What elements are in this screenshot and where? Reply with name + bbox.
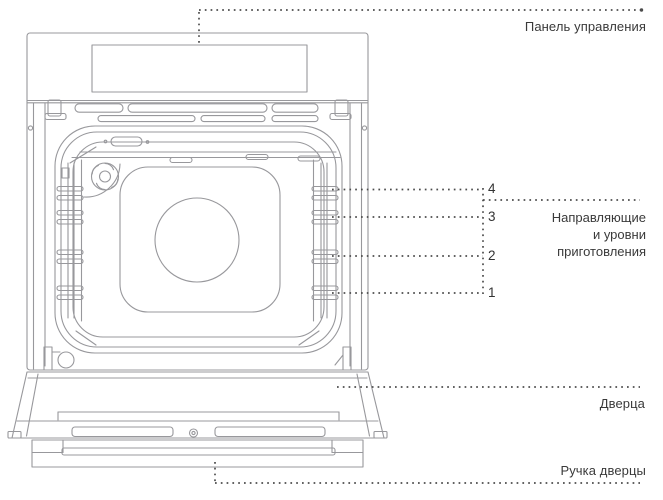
control-panel <box>91 44 308 93</box>
level-number-2: 2 <box>488 248 496 263</box>
door-handle <box>31 439 364 468</box>
oven-cavity <box>54 125 343 354</box>
label-door: Дверца <box>599 396 645 411</box>
level-number-3: 3 <box>488 209 496 224</box>
rack-guides-left <box>56 159 84 322</box>
label-shelf-guides-line2: и уровни <box>592 227 646 242</box>
label-shelf-guides-line3: приготовления <box>557 244 646 259</box>
left-wall-screw <box>27 125 34 131</box>
leader-lines <box>198 8 644 484</box>
label-shelf-guides-line1: Направляющие <box>551 210 646 225</box>
oven-lamp <box>103 136 150 147</box>
level-number-4: 4 <box>488 181 496 196</box>
oven-door <box>7 371 388 439</box>
label-control-panel: Панель управления <box>524 19 646 34</box>
right-wall-screw <box>361 125 368 131</box>
cavity-back-wall <box>119 166 281 313</box>
rack-guides-right <box>311 159 339 322</box>
door-vent-slot-left <box>71 426 174 438</box>
convection-fan-cover <box>154 197 240 283</box>
label-door-handle: Ручка дверцы <box>560 463 646 478</box>
door-handle-bar <box>61 447 336 456</box>
label-shelf-guides: Направляющие и уровни приготовления <box>552 209 646 260</box>
door-screw <box>188 428 199 438</box>
control-panel-display <box>91 44 308 93</box>
door-hinges <box>43 346 352 371</box>
oven-body <box>26 32 369 371</box>
door-latches <box>44 99 352 121</box>
fan-icon <box>83 162 121 198</box>
level-number-1: 1 <box>488 285 496 300</box>
top-heating-element <box>69 146 341 164</box>
vent-slots <box>74 103 319 123</box>
door-vent-slot-right <box>214 426 326 438</box>
